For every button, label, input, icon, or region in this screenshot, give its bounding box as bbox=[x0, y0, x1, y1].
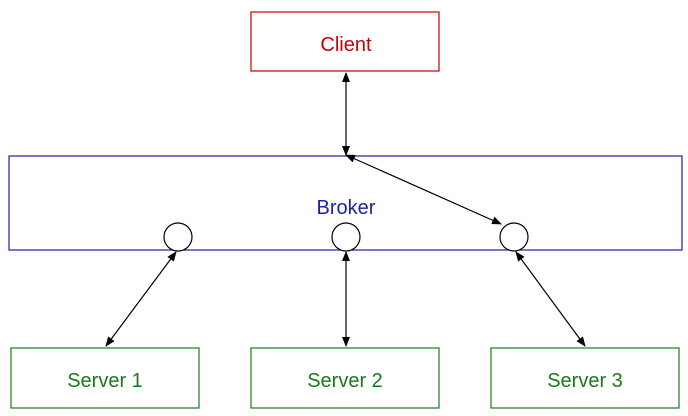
server-3-port bbox=[499, 222, 529, 252]
broker-server3-port-connector bbox=[345, 154, 502, 225]
broker-label: Broker bbox=[317, 197, 376, 219]
server-1-label: Server 1 bbox=[67, 370, 143, 392]
server1-connector bbox=[105, 251, 177, 347]
server-2-label: Server 2 bbox=[307, 370, 383, 392]
server-2-port bbox=[331, 222, 361, 252]
client-label: Client bbox=[320, 34, 372, 56]
server-1-node: Server 1 bbox=[10, 347, 200, 409]
server-1-port bbox=[163, 222, 193, 252]
client-node: Client bbox=[250, 11, 440, 72]
server-3-node: Server 3 bbox=[490, 347, 680, 409]
server-2-node: Server 2 bbox=[250, 347, 440, 409]
server3-connector bbox=[515, 251, 586, 347]
server-3-label: Server 3 bbox=[547, 370, 623, 392]
